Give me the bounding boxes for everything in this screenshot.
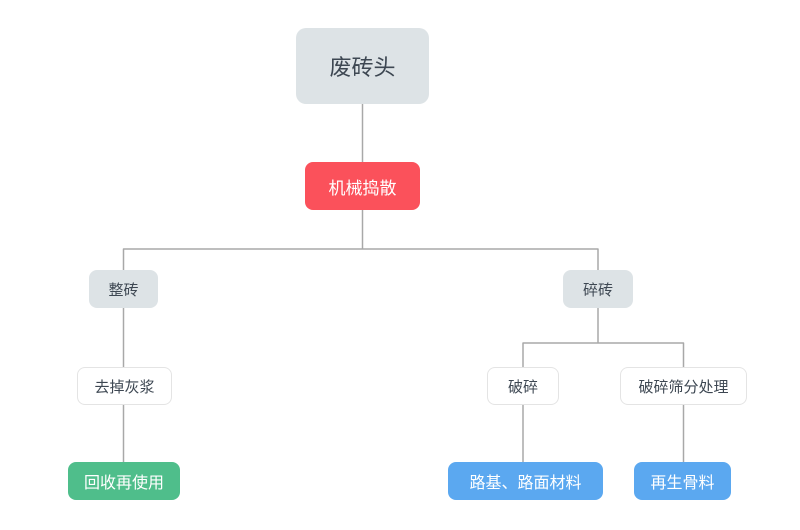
connector-branch-crush-screen <box>522 342 685 367</box>
node-whole-brick-label: 整砖 <box>108 281 139 299</box>
node-recycled-aggregate-label: 再生骨料 <box>650 475 715 492</box>
node-recycle-reuse-label: 回收再使用 <box>83 475 164 492</box>
node-broken-brick[interactable]: 碎砖 <box>563 270 633 308</box>
connector-branch-whole-broken <box>122 248 599 270</box>
node-crush-label: 破碎 <box>507 378 538 396</box>
node-remove-mortar[interactable]: 去掉灰浆 <box>77 367 172 405</box>
node-mechanical-breaking[interactable]: 机械捣散 <box>305 162 420 210</box>
node-waste-brick-label: 废砖头 <box>329 55 396 80</box>
node-mechanical-breaking-label: 机械捣散 <box>328 178 397 198</box>
node-crush[interactable]: 破碎 <box>487 367 559 405</box>
connector-group <box>122 104 685 462</box>
node-whole-brick[interactable]: 整砖 <box>89 270 158 308</box>
node-recycled-aggregate[interactable]: 再生骨料 <box>634 462 731 500</box>
node-crush-screening[interactable]: 破碎筛分处理 <box>620 367 747 405</box>
node-broken-brick-label: 碎砖 <box>582 281 613 299</box>
node-waste-brick[interactable]: 废砖头 <box>296 28 429 104</box>
node-crush-screening-label: 破碎筛分处理 <box>638 378 729 396</box>
node-recycle-reuse[interactable]: 回收再使用 <box>68 462 180 500</box>
node-remove-mortar-label: 去掉灰浆 <box>94 378 155 396</box>
node-road-material[interactable]: 路基、路面材料 <box>448 462 603 500</box>
node-road-material-label: 路基、路面材料 <box>469 475 582 492</box>
